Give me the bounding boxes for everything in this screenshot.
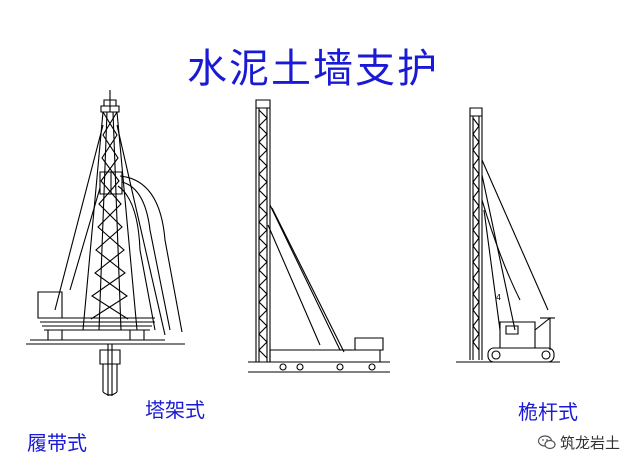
watermark-text: 筑龙岩土 bbox=[559, 434, 620, 452]
mast-type-label: 桅杆式 bbox=[518, 400, 578, 424]
page-title: 水泥土墙支护 bbox=[187, 46, 439, 92]
chat-bubble-icon bbox=[537, 434, 556, 451]
watermark: 筑龙岩土 bbox=[537, 432, 620, 453]
callout-number: 4 bbox=[496, 293, 501, 302]
tower-type-label: 塔架式 bbox=[145, 398, 205, 422]
crawler-type-label: 履带式 bbox=[27, 431, 87, 455]
